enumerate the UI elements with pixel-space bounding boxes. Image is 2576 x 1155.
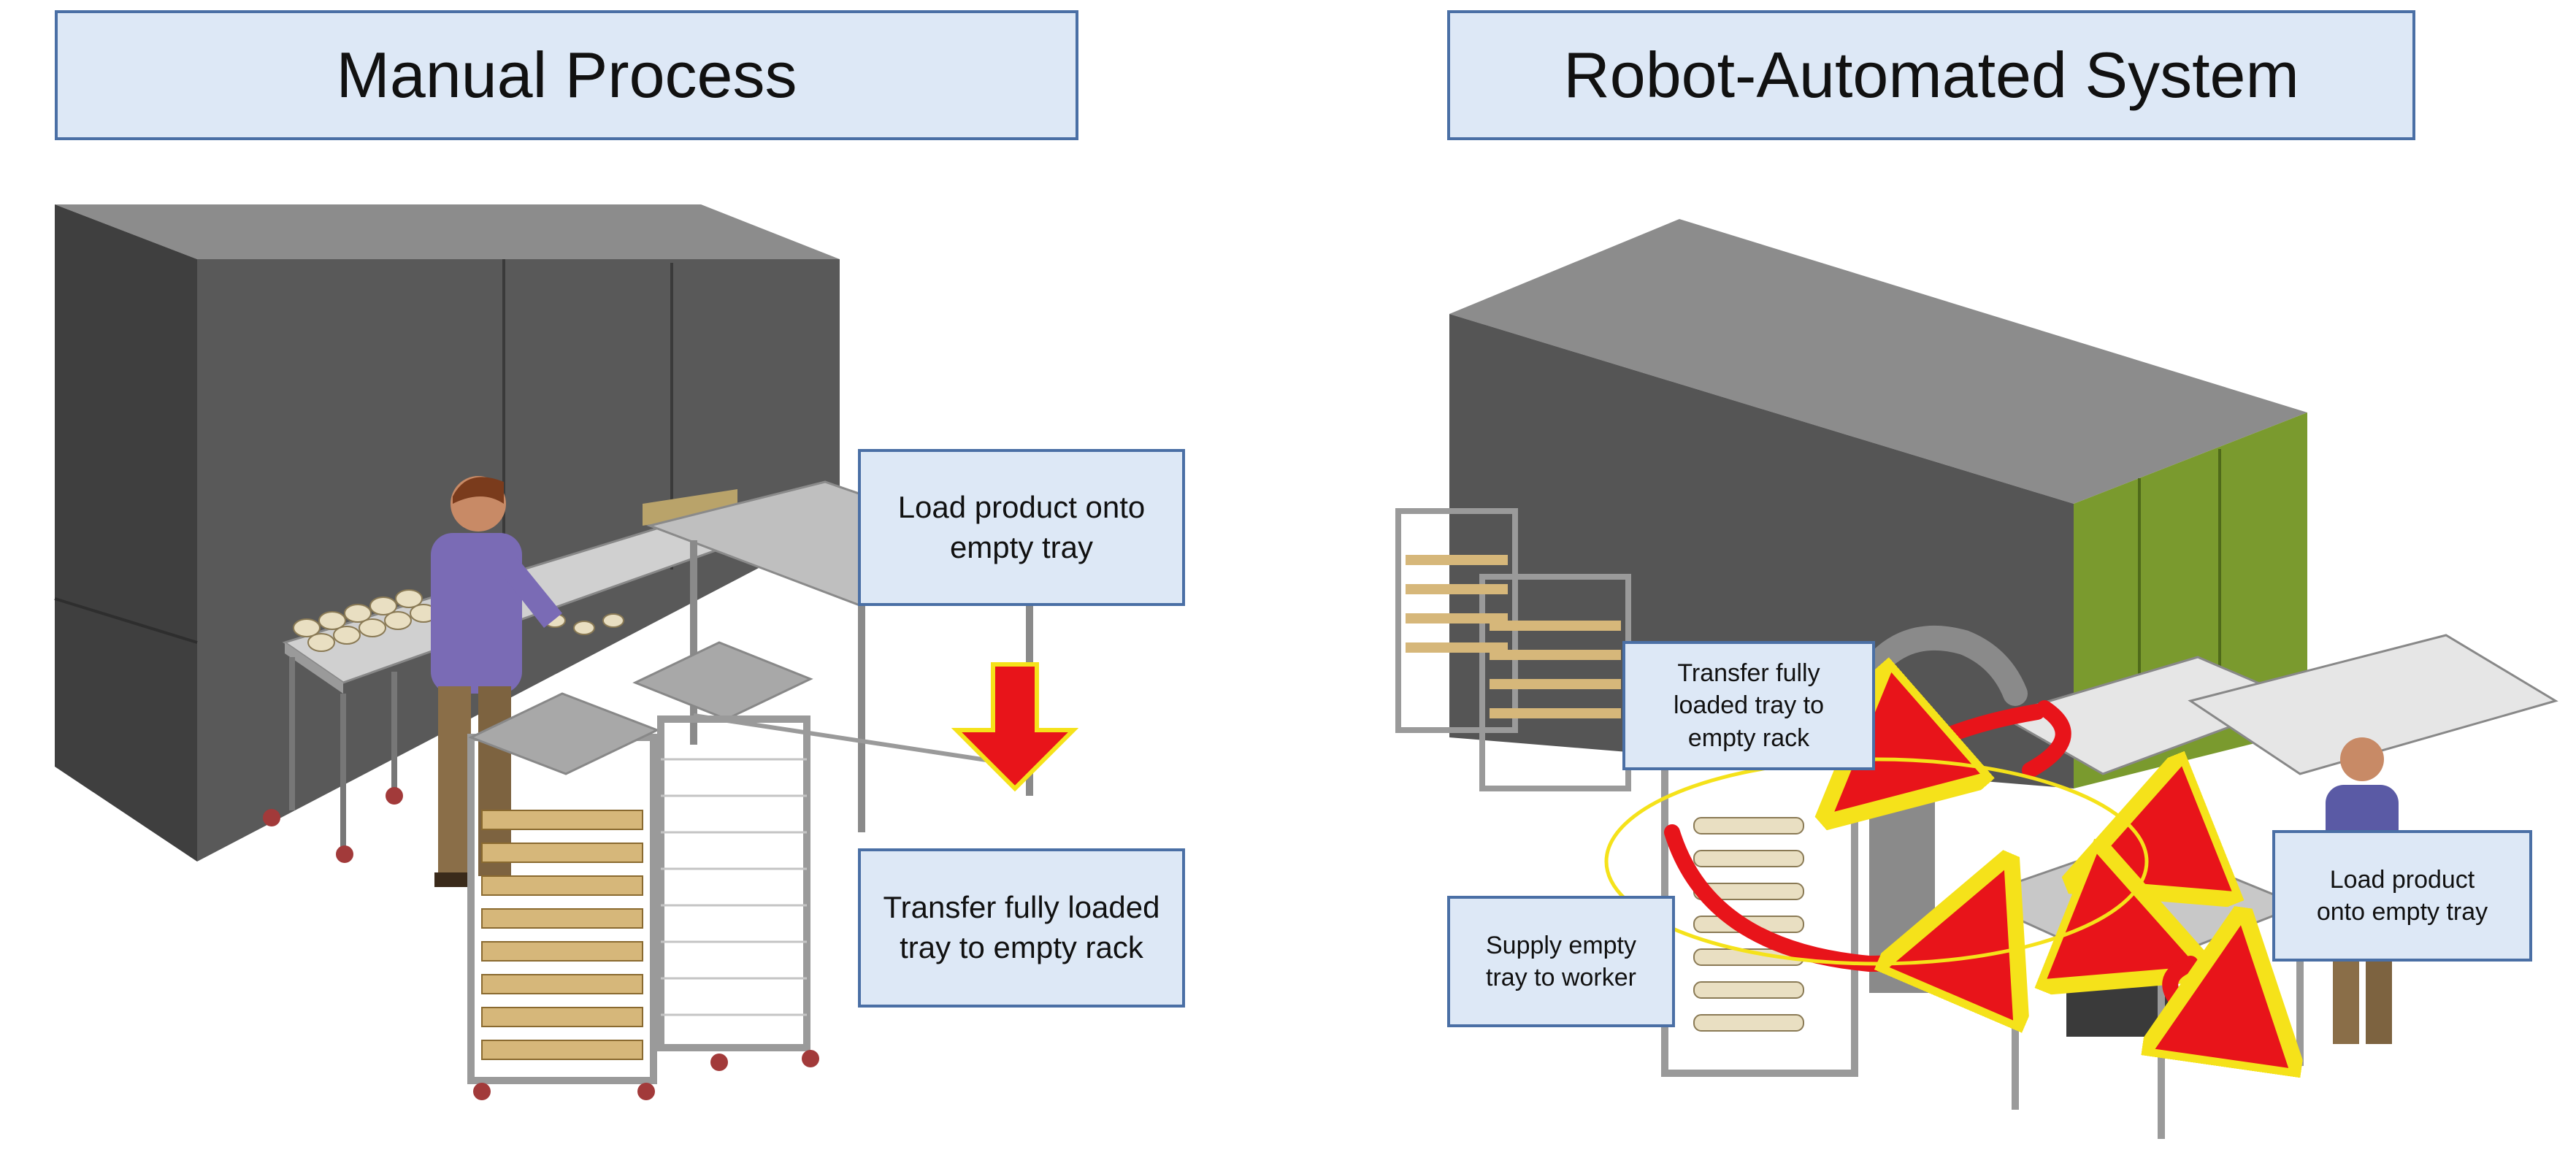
robot-supply-callout: Supply empty tray to worker — [1447, 896, 1675, 1027]
manual-product-rows — [293, 589, 624, 652]
robot-stack-rack — [1661, 756, 1858, 1077]
manual-worker — [431, 476, 562, 887]
manual-load-callout: Load product onto empty tray — [858, 449, 1185, 606]
robot-left-racks — [1395, 508, 1631, 791]
manual-load-callout-text: Load product onto empty tray — [897, 489, 1146, 564]
manual-loaded-rack — [467, 692, 660, 1100]
manual-empty-rack — [632, 641, 819, 1071]
manual-down-arrow — [951, 662, 1079, 792]
manual-transfer-callout: Transfer fully loaded tray to empty rack — [858, 848, 1185, 1008]
robot-cycle-path — [1604, 757, 2149, 966]
robot-load-callout: Load product onto empty tray — [2272, 830, 2532, 962]
robot-load-callout-text: Load product onto empty tray — [2316, 865, 2488, 926]
robot-transfer-callout: Transfer fully loaded tray to empty rack — [1622, 641, 1875, 770]
robot-system-title: Robot-Automated System — [1447, 10, 2415, 140]
manual-process-title-text: Manual Process — [336, 39, 797, 111]
robot-transfer-callout-text: Transfer fully loaded tray to empty rack — [1673, 659, 1825, 752]
manual-process-title: Manual Process — [55, 10, 1078, 140]
manual-transfer-callout-text: Transfer fully loaded tray to empty rack — [883, 890, 1160, 964]
robot-cycle-arrows — [1664, 708, 2234, 1010]
robot-supply-callout-text: Supply empty tray to worker — [1486, 931, 1636, 991]
robot-system-title-text: Robot-Automated System — [1563, 39, 2299, 111]
